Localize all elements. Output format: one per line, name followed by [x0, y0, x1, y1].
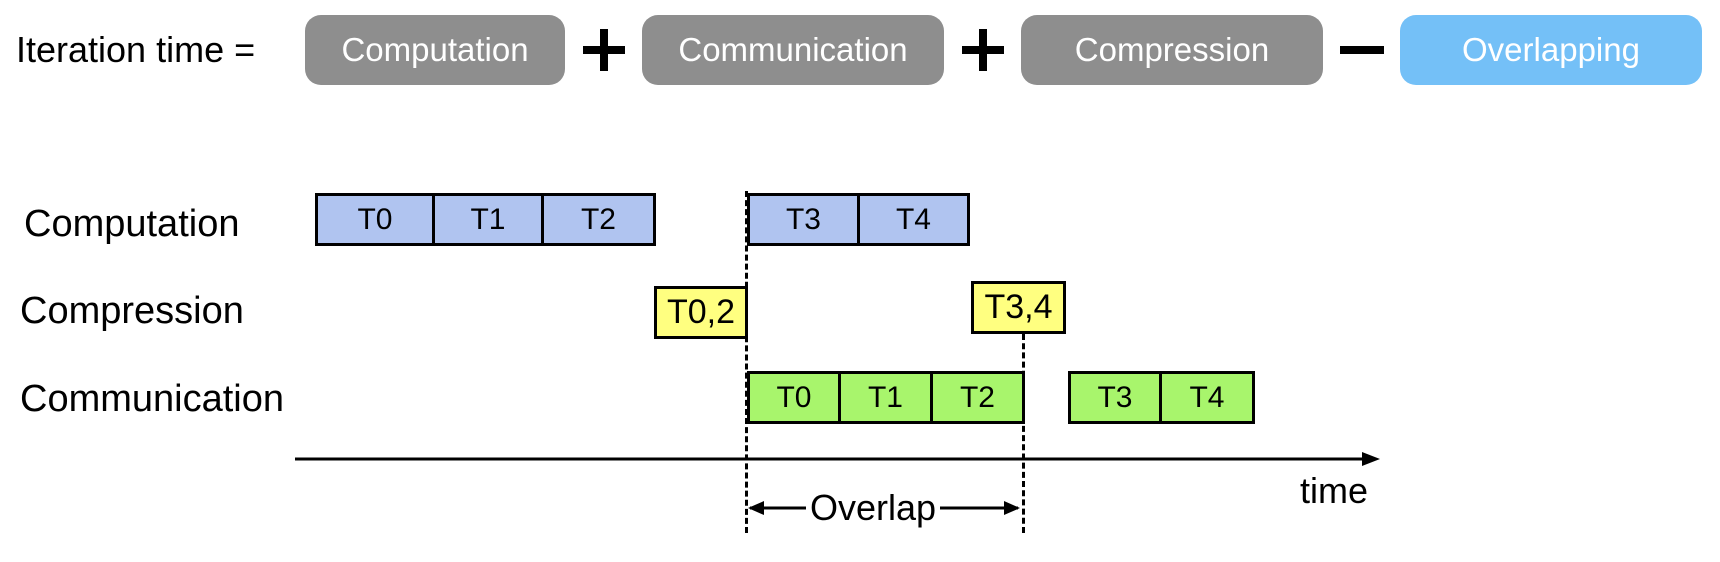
row-label-communication: Communication — [20, 378, 284, 420]
row-label-computation: Computation — [24, 203, 240, 245]
computation-term: Computation — [305, 15, 565, 85]
plus-icon — [962, 29, 1004, 71]
compression-term: Compression — [1021, 15, 1323, 85]
row-label-compression: Compression — [20, 290, 244, 332]
communication-task: T4 — [1162, 371, 1255, 424]
communication-term: Communication — [642, 15, 944, 85]
computation-task: T0 — [315, 193, 435, 246]
communication-task: T2 — [933, 371, 1025, 424]
overlap-start-line — [745, 191, 748, 533]
plus-icon — [583, 29, 625, 71]
minus-icon — [1340, 29, 1384, 71]
overlap-label: Overlap — [806, 488, 941, 528]
computation-task: T1 — [435, 193, 544, 246]
time-axis-label: time — [1300, 470, 1369, 511]
computation-task: T3 — [747, 193, 860, 246]
overlap-end-line — [1022, 334, 1025, 533]
communication-task: T0 — [747, 371, 841, 424]
computation-task: T2 — [544, 193, 656, 246]
overlapping-term: Overlapping — [1400, 15, 1702, 85]
computation-task: T4 — [860, 193, 970, 246]
communication-task: T3 — [1068, 371, 1162, 424]
communication-task: T1 — [841, 371, 933, 424]
equation-label: Iteration time = — [16, 29, 256, 70]
compression-task: T3,4 — [971, 281, 1066, 334]
